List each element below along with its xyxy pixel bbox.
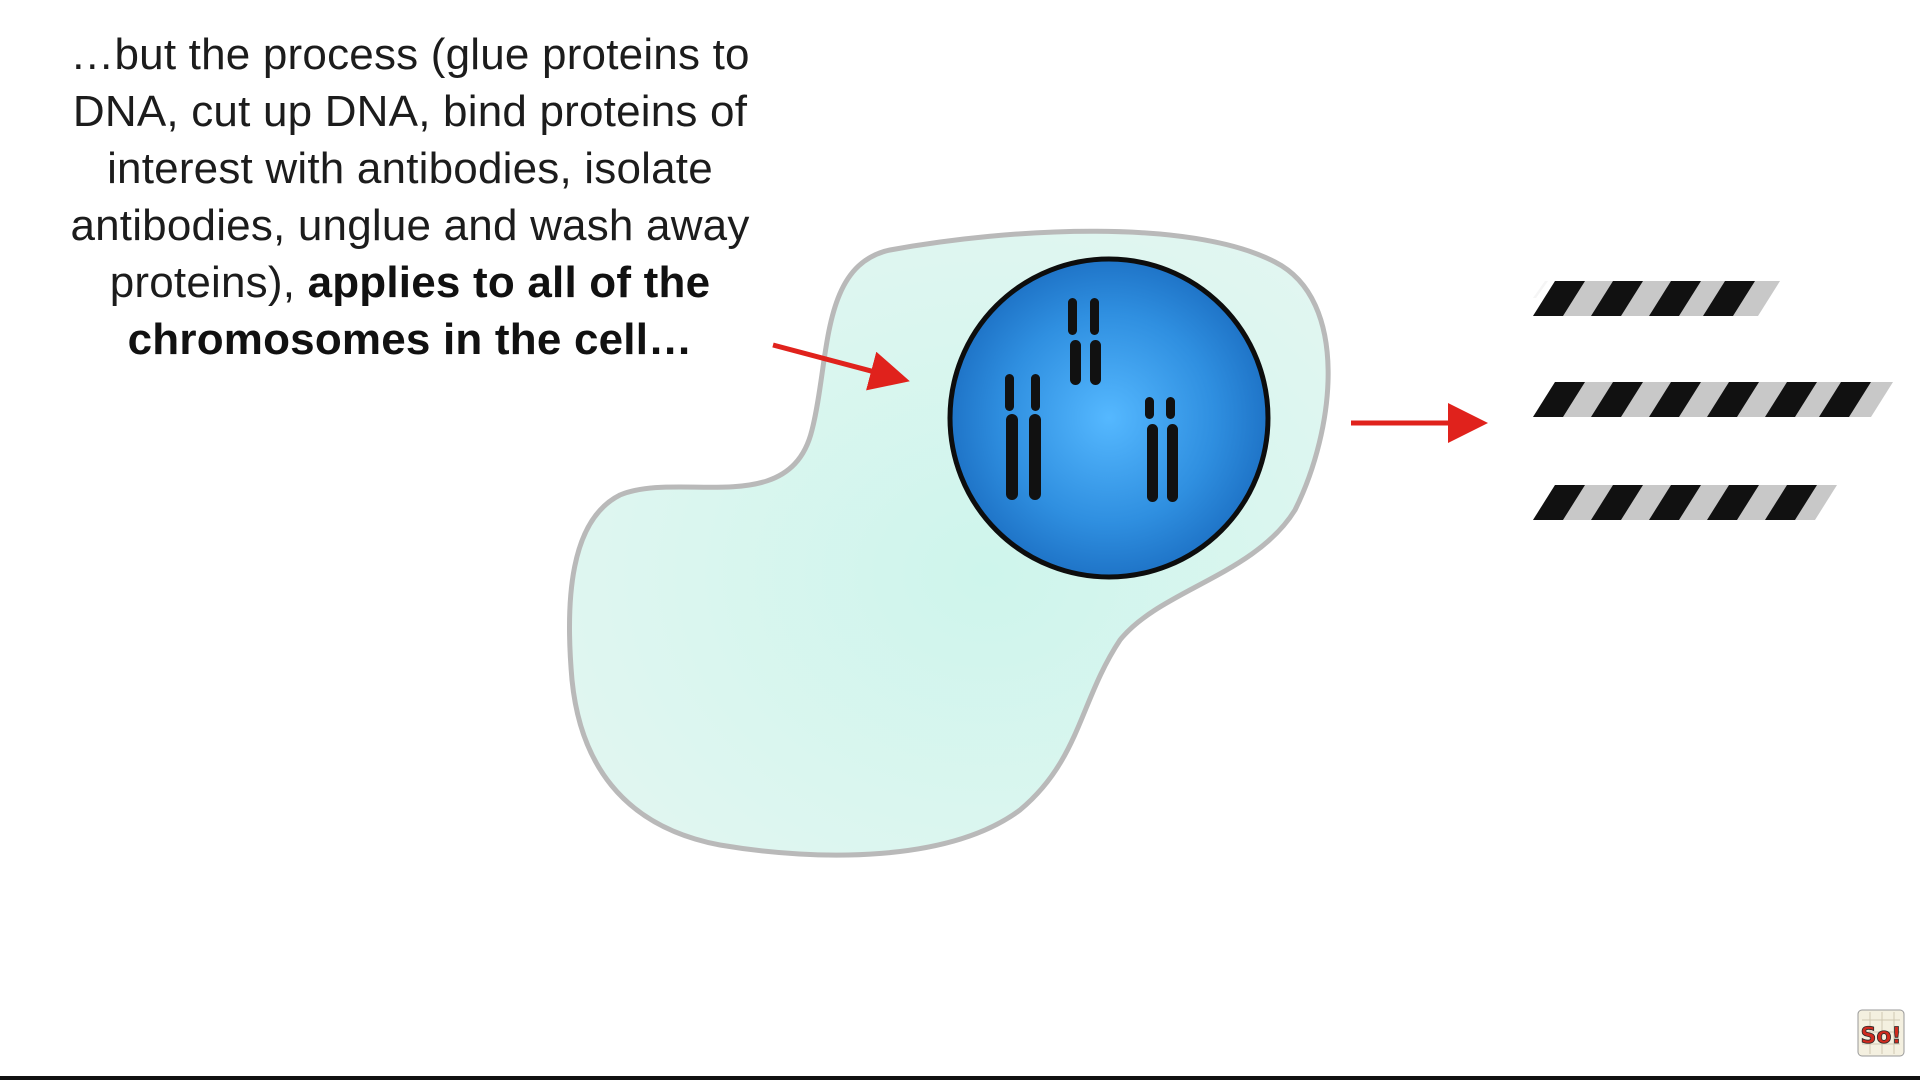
caption-bold-text: applies to all of the chromosomes in the… (127, 258, 711, 364)
bottom-border (0, 1076, 1920, 1080)
pointer-arrow (772, 342, 910, 391)
dna-fragment-1 (1533, 281, 1780, 316)
caption-normal-text: …but the process (glue proteins to DNA, … (70, 30, 750, 307)
chromosome-top (1068, 298, 1101, 385)
chromosome-left (1005, 374, 1041, 500)
statquest-logo-icon: So! (1857, 1009, 1905, 1057)
dna-fragment-2 (1533, 382, 1893, 417)
caption-text: …but the process (glue proteins to DNA, … (30, 26, 790, 368)
nucleus (947, 256, 1271, 580)
chromosome-right (1145, 397, 1178, 502)
dna-fragment-3 (1533, 485, 1837, 520)
logo-text: So! (1861, 1024, 1902, 1049)
